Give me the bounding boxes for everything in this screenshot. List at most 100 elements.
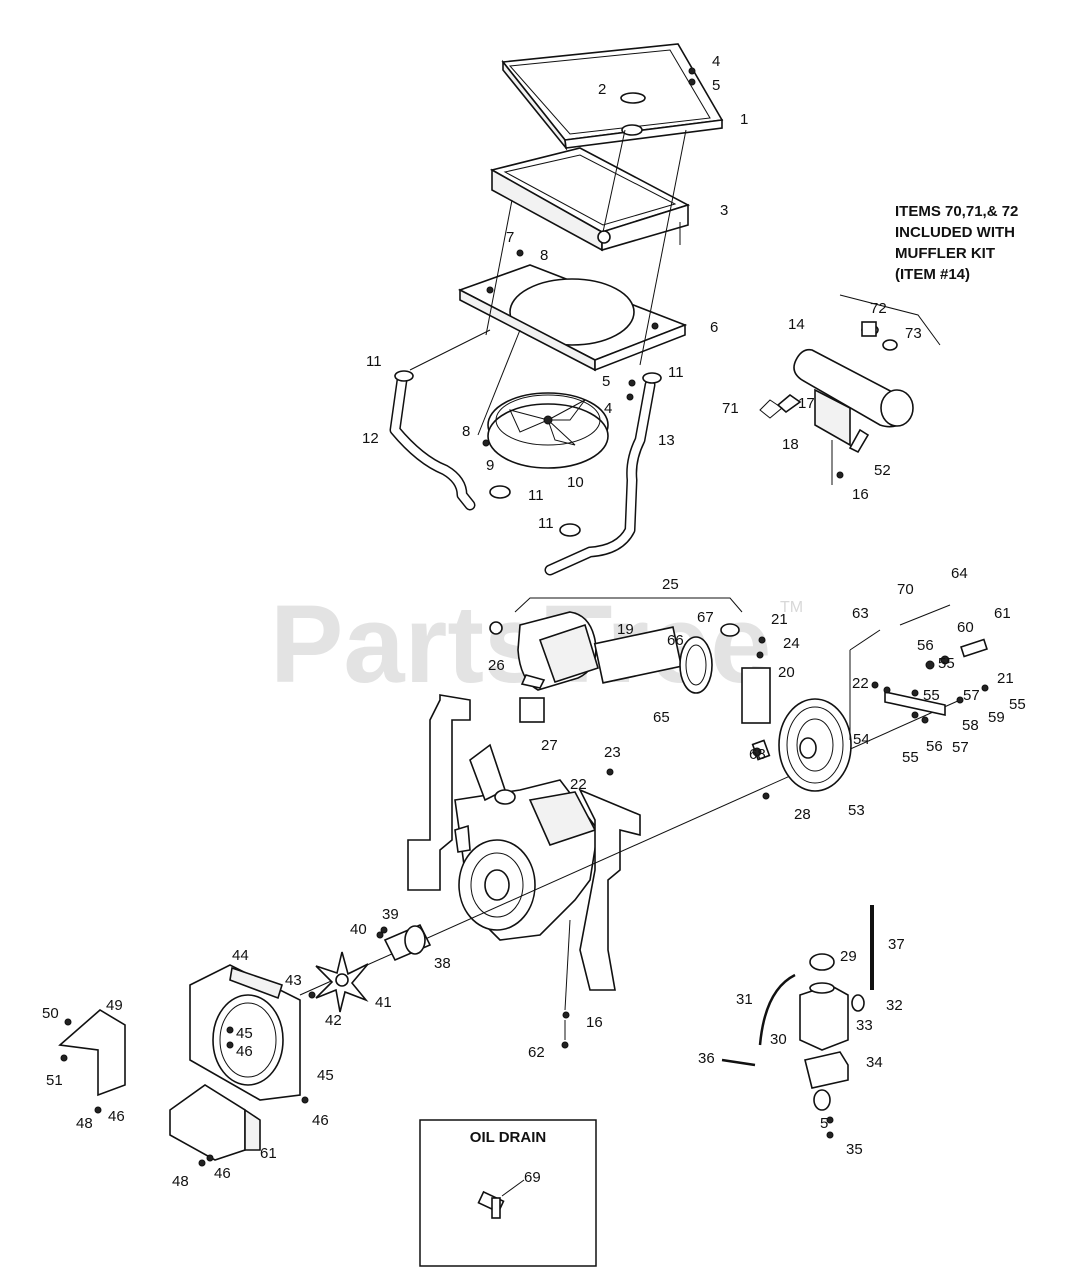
callout: 34 xyxy=(866,1054,883,1071)
svg-text:22: 22 xyxy=(570,776,587,793)
callout: 45 xyxy=(236,1025,253,1042)
callout: 72 xyxy=(870,300,887,317)
callout: 26 xyxy=(488,657,505,674)
callout: 41 xyxy=(375,994,392,1011)
air-cleaner xyxy=(489,597,771,724)
callout: 55 xyxy=(902,749,919,766)
callout: 6 xyxy=(710,319,718,336)
cover-plate xyxy=(501,43,724,151)
oil-drain-title: OIL DRAIN xyxy=(470,1129,546,1146)
callout: 5 xyxy=(712,77,720,94)
callout: 38 xyxy=(434,955,451,972)
callout: 22 xyxy=(852,675,869,692)
muffler xyxy=(759,294,941,485)
frame xyxy=(489,147,691,252)
callout: 16 xyxy=(852,486,869,503)
callout: 28 xyxy=(794,806,811,823)
callout: 54 xyxy=(853,731,870,748)
callout: 61 xyxy=(994,605,1011,622)
oil-drain-inset: OIL DRAIN 69 xyxy=(419,1119,597,1267)
svg-text:5: 5 xyxy=(820,1115,828,1132)
callout: 65 xyxy=(653,709,670,726)
hoses xyxy=(389,370,662,576)
note-line: ITEMS 70,71,& 72 xyxy=(895,203,1018,220)
mounting-plate xyxy=(458,264,688,372)
svg-text:11: 11 xyxy=(668,364,684,381)
callout: 57 xyxy=(952,739,969,756)
fuel-tank xyxy=(721,905,874,1111)
callout: 50 xyxy=(42,1005,59,1022)
svg-text:11: 11 xyxy=(538,515,554,532)
callout: 53 xyxy=(848,802,865,819)
note-line: MUFFLER KIT xyxy=(895,245,995,262)
callout: 33 xyxy=(856,1017,873,1034)
callout: 7 xyxy=(506,229,514,246)
callout: 48 xyxy=(76,1115,93,1132)
callout: 63 xyxy=(852,605,869,622)
callout: 31 xyxy=(736,991,753,1008)
callout: 51 xyxy=(46,1072,63,1089)
callout: 8 xyxy=(540,247,548,264)
callout: 42 xyxy=(325,1012,342,1029)
callout: 14 xyxy=(788,316,805,333)
callout: 52 xyxy=(874,462,891,479)
fan-assembly xyxy=(487,392,609,469)
callout: 10 xyxy=(567,474,584,491)
svg-text:46: 46 xyxy=(312,1112,329,1129)
callout: 59 xyxy=(988,709,1005,726)
callout: 30 xyxy=(770,1031,787,1048)
callout: 18 xyxy=(782,436,799,453)
svg-text:21: 21 xyxy=(997,670,1014,687)
callout: 64 xyxy=(951,565,968,582)
callout: 62 xyxy=(528,1044,545,1061)
callout: 46 xyxy=(236,1043,253,1060)
callout: 27 xyxy=(541,737,558,754)
callout: 24 xyxy=(783,635,800,652)
callout: 49 xyxy=(106,997,123,1014)
svg-text:55: 55 xyxy=(938,655,955,672)
svg-text:57: 57 xyxy=(963,687,980,704)
callout: 3 xyxy=(720,202,728,219)
callout: 19 xyxy=(617,621,634,638)
svg-text:16: 16 xyxy=(586,1014,603,1031)
fasteners xyxy=(60,67,989,1167)
callout: 73 xyxy=(905,325,922,342)
callout: 21 xyxy=(771,611,788,628)
pulley-assembly xyxy=(751,604,988,792)
svg-text:8: 8 xyxy=(462,423,470,440)
callout: 20 xyxy=(778,664,795,681)
blower-housing xyxy=(189,964,301,1101)
callout: 25 xyxy=(662,576,679,593)
svg-text:55: 55 xyxy=(1009,696,1026,713)
callout: 29 xyxy=(840,948,857,965)
svg-text:4: 4 xyxy=(604,400,612,417)
svg-text:46: 46 xyxy=(108,1108,125,1125)
note-line: INCLUDED WITH xyxy=(895,224,1015,241)
callout: 69 xyxy=(524,1169,541,1186)
callout: 1 xyxy=(740,111,748,128)
engine xyxy=(454,743,599,941)
callout: 12 xyxy=(362,430,379,447)
svg-text:48: 48 xyxy=(172,1173,189,1190)
callout: 39 xyxy=(382,906,399,923)
svg-text:61: 61 xyxy=(260,1145,277,1162)
callout-labels: 1 2 3 4 5 6 7 8 9 10 11 12 13 14 16 17 1… xyxy=(42,53,1011,1158)
callout: 71 xyxy=(722,400,739,417)
callout: 35 xyxy=(846,1141,863,1158)
svg-text:56: 56 xyxy=(917,637,934,654)
callout: 58 xyxy=(962,717,979,734)
watermark-tm: TM xyxy=(780,599,803,616)
callout: 13 xyxy=(658,432,675,449)
oil-drain-valve xyxy=(477,1179,525,1219)
callout: 9 xyxy=(486,457,494,474)
svg-text:55: 55 xyxy=(923,687,940,704)
svg-text:46: 46 xyxy=(214,1165,231,1182)
callout-labels-repeat: 5 4 8 11 11 11 16 21 22 55 55 57 56 55 4… xyxy=(108,364,1026,1190)
muffler-kit-note: ITEMS 70,71,& 72 INCLUDED WITH MUFFLER K… xyxy=(895,203,1018,283)
callout: 4 xyxy=(712,53,720,70)
assembly-lines-top xyxy=(409,129,687,436)
svg-text:45: 45 xyxy=(317,1067,334,1084)
callout: 56 xyxy=(926,738,943,755)
svg-text:5: 5 xyxy=(602,373,610,390)
